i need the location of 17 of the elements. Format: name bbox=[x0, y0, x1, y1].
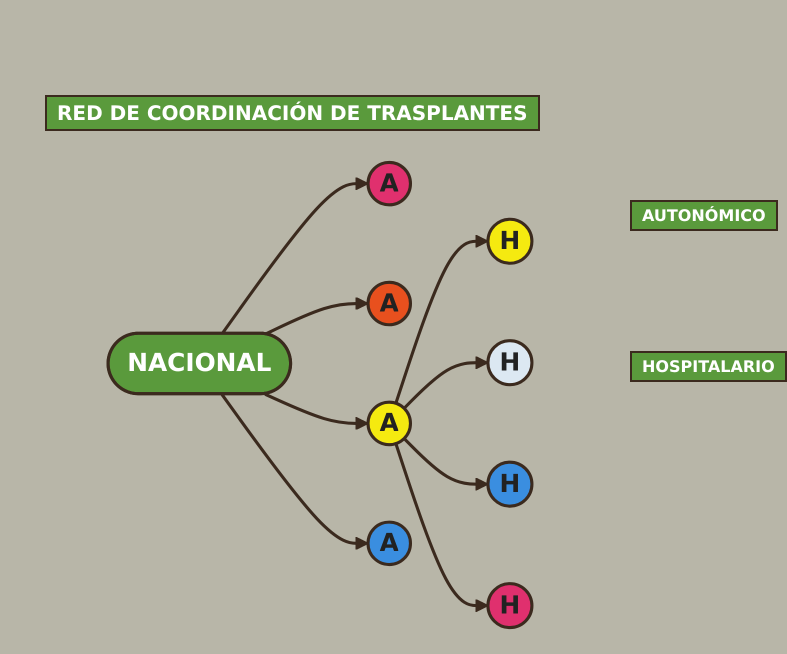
level-label: AUTONÓMICO bbox=[630, 200, 778, 231]
node-circle: H bbox=[486, 218, 534, 265]
node-circle: H bbox=[486, 339, 534, 386]
node-circle: H bbox=[486, 582, 534, 630]
arrow bbox=[394, 234, 489, 404]
arrow bbox=[264, 392, 369, 430]
arrow bbox=[403, 356, 489, 410]
node-circle: A bbox=[366, 280, 412, 326]
node-circle: A bbox=[366, 160, 412, 206]
title-banner: RED DE COORDINACIÓN DE TRASPLANTES bbox=[45, 95, 540, 131]
node-circle: H bbox=[486, 460, 534, 508]
node-circle: A bbox=[366, 400, 412, 446]
level-label: HOSPITALARIO bbox=[630, 351, 787, 382]
arrow bbox=[264, 296, 369, 336]
arrow bbox=[220, 176, 369, 335]
arrow bbox=[220, 394, 369, 550]
node-circle: A bbox=[366, 520, 412, 566]
